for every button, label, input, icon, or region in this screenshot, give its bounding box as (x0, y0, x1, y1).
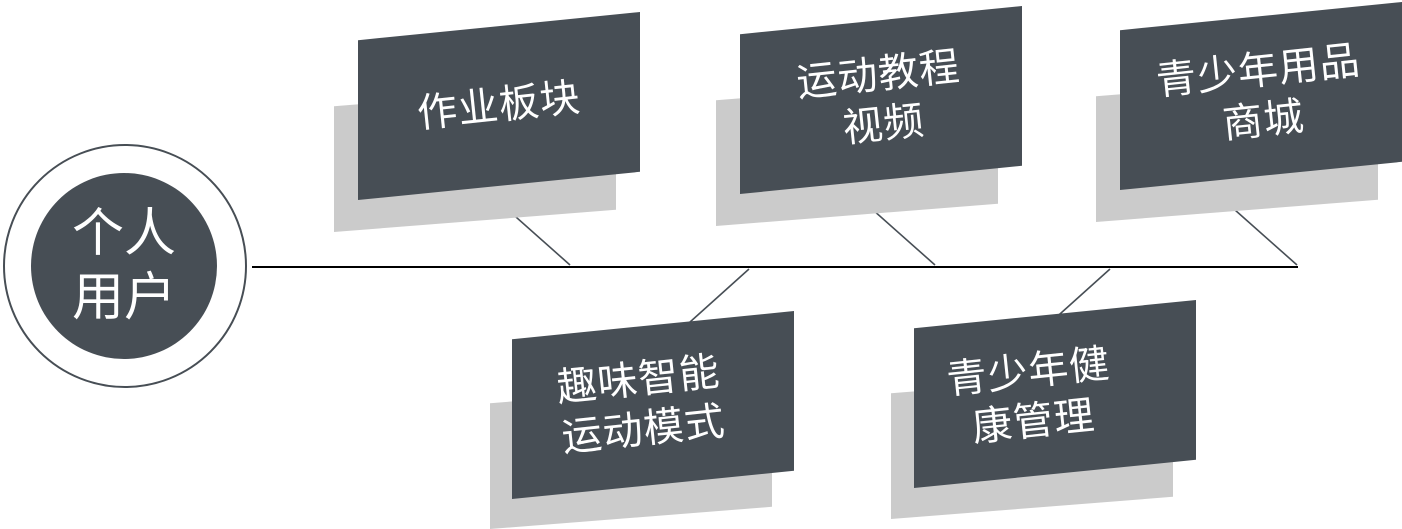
hub-label: 个人 用户 (31, 173, 217, 359)
